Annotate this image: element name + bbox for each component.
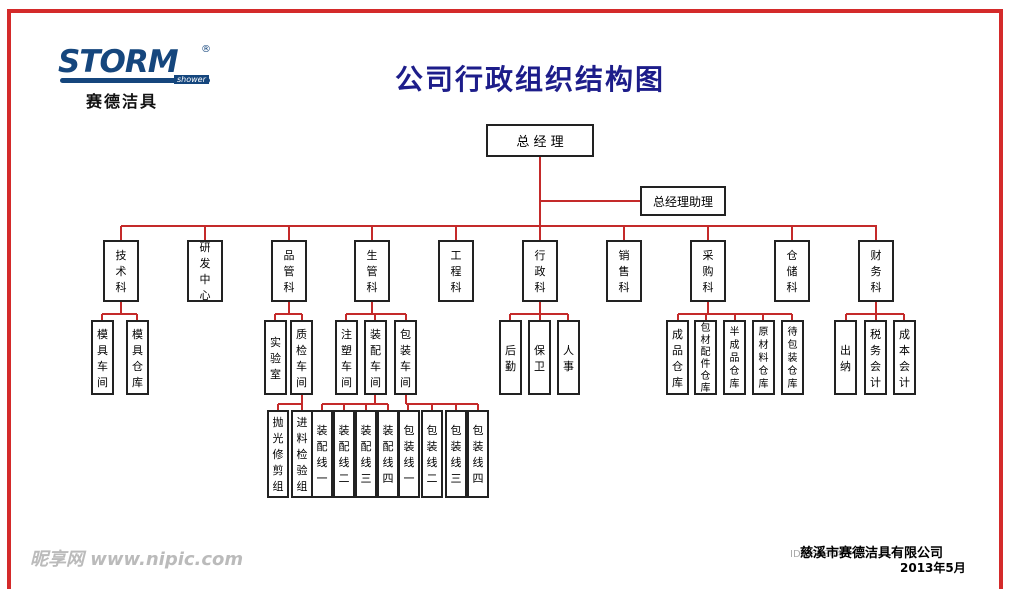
- logo-wordmark: STORM: [58, 44, 179, 80]
- unit-label: 人事: [563, 343, 574, 373]
- logo-tagline: shower: [174, 75, 209, 84]
- unit-tax-accounting: 税务会计: [864, 320, 887, 395]
- dept-finance: 财务科: [858, 240, 894, 302]
- connector-lines: [101, 157, 905, 410]
- team-incoming-inspection: 进料检验组: [291, 410, 313, 498]
- team-assembly-line-2: 装配线二: [333, 410, 355, 498]
- unit-raw-material-store: 原材料仓库: [752, 320, 775, 395]
- unit-label: 后勤: [505, 343, 516, 373]
- team-label: 包装线四: [472, 424, 484, 485]
- unit-label: 成品仓库: [672, 327, 683, 389]
- chart-date: 2013年5月: [900, 561, 966, 575]
- page-title: 公司行政组织结构图: [394, 63, 665, 96]
- dept-label: 研发中心: [199, 241, 211, 302]
- unit-semi-finished-store: 半成品仓库: [723, 320, 746, 395]
- team-assembly-line-4: 装配线四: [377, 410, 399, 498]
- unit-label: 注塑车间: [341, 327, 352, 389]
- dept-label: 采购科: [702, 249, 714, 294]
- logo-registered-mark: ®: [201, 44, 211, 55]
- team-packing-line-2: 包装线二: [421, 410, 443, 498]
- company-name: 慈溪市赛德洁具有限公司: [800, 546, 944, 561]
- dept-purchasing: 采购科: [690, 240, 726, 302]
- storm-logo: STORM ® shower 赛德洁具: [58, 44, 218, 114]
- team-polishing: 抛光修剪组: [267, 410, 289, 498]
- team-packing-line-1: 包装线一: [398, 410, 420, 498]
- unit-label: 半成品仓库: [729, 327, 740, 390]
- unit-label: 包材配件仓库: [700, 322, 711, 394]
- unit-molding: 注塑车间: [335, 320, 358, 395]
- logo-chinese-name: 赛德洁具: [86, 92, 159, 111]
- unit-packing: 包装车间: [394, 320, 417, 395]
- unit-label: 待包装仓库: [787, 327, 798, 390]
- unit-label: 装配车间: [370, 327, 381, 389]
- unit-label: 税务会计: [870, 327, 881, 389]
- unit-label: 包装车间: [400, 327, 411, 389]
- red-border-frame: [7, 9, 1003, 589]
- unit-qc-workshop: 质检车间: [290, 320, 313, 395]
- dept-warehouse: 仓储科: [774, 240, 810, 302]
- dept-label: 财务科: [870, 249, 882, 294]
- unit-to-pack-store: 待包装仓库: [781, 320, 804, 395]
- team-assembly-line-1: 装配线一: [311, 410, 333, 498]
- watermark-id: ID:8678642: [790, 549, 849, 560]
- unit-label: 模具车间: [97, 327, 108, 389]
- unit-packaging-parts-store: 包材配件仓库: [694, 320, 717, 395]
- dept-sales: 销售科: [606, 240, 642, 302]
- unit-cashier: 出纳: [834, 320, 857, 395]
- unit-mold-store: 模具仓库: [126, 320, 149, 395]
- unit-label: 保卫: [534, 343, 545, 373]
- dept-tech: 技术科: [103, 240, 139, 302]
- dept-label: 技术科: [115, 249, 127, 294]
- dept-label: 品管科: [283, 249, 295, 294]
- team-label: 包装线三: [450, 424, 462, 485]
- unit-hr: 人事: [557, 320, 580, 395]
- watermark-text: 昵享网 www.nipic.com: [30, 549, 244, 570]
- unit-logistics: 后勤: [499, 320, 522, 395]
- team-label: 包装线一: [403, 424, 415, 485]
- team-label: 包装线二: [426, 424, 438, 485]
- team-label: 装配线一: [316, 424, 328, 485]
- unit-assembly: 装配车间: [364, 320, 387, 395]
- dept-label: 工程科: [450, 249, 462, 294]
- unit-label: 质检车间: [296, 327, 307, 389]
- logo-swoosh: [60, 78, 210, 83]
- dept-rnd: 研发中心: [187, 240, 223, 302]
- unit-label: 实验室: [270, 335, 281, 381]
- unit-cost-accounting: 成本会计: [893, 320, 916, 395]
- dept-label: 销售科: [618, 249, 630, 294]
- team-label: 装配线四: [382, 424, 394, 485]
- team-packing-line-4: 包装线四: [467, 410, 489, 498]
- team-label: 进料检验组: [296, 416, 308, 493]
- team-label: 装配线三: [360, 424, 372, 485]
- dept-label: 仓储科: [786, 249, 798, 294]
- gm-box: 总 经 理: [486, 124, 594, 157]
- dept-admin: 行政科: [522, 240, 558, 302]
- dept-engineering: 工程科: [438, 240, 474, 302]
- unit-lab: 实验室: [264, 320, 287, 395]
- unit-security: 保卫: [528, 320, 551, 395]
- gm-assistant-box: 总经理助理: [640, 186, 726, 216]
- dept-label: 行政科: [534, 249, 546, 294]
- team-assembly-line-3: 装配线三: [355, 410, 377, 498]
- unit-label: 原材料仓库: [758, 327, 769, 390]
- dept-production: 生管科: [354, 240, 390, 302]
- unit-label: 出纳: [840, 343, 851, 373]
- unit-finished-goods-store: 成品仓库: [666, 320, 689, 395]
- team-label: 装配线二: [338, 424, 350, 485]
- team-label: 抛光修剪组: [272, 416, 284, 493]
- unit-mold-workshop: 模具车间: [91, 320, 114, 395]
- unit-label: 成本会计: [899, 327, 910, 389]
- unit-label: 模具仓库: [132, 327, 143, 389]
- dept-qc: 品管科: [271, 240, 307, 302]
- dept-label: 生管科: [366, 249, 378, 294]
- team-packing-line-3: 包装线三: [445, 410, 467, 498]
